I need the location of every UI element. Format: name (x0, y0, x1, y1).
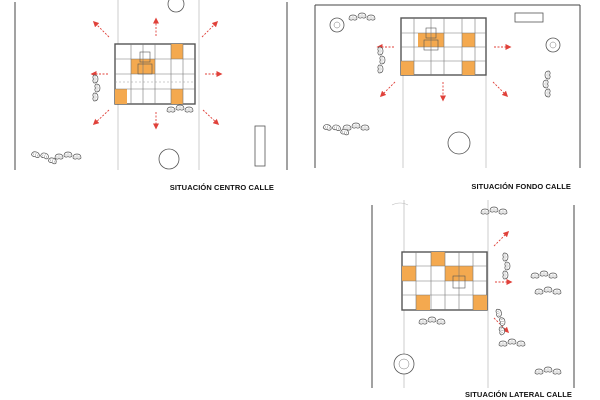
bench-rectangle-icon (514, 12, 544, 23)
tree-circle-icon (158, 148, 180, 170)
module-orange (462, 33, 475, 47)
dashed-red-arrow-icon (493, 230, 513, 334)
module-orange (431, 252, 445, 266)
dashed-red-arrow-icon (376, 44, 512, 102)
caption-lateral-calle: SITUACIÓN LATERAL CALLE (464, 390, 572, 399)
module-orange (143, 59, 155, 74)
module-orange (462, 61, 475, 75)
module-grid (114, 43, 196, 105)
module-orange (402, 266, 416, 281)
bench-rectangle-icon (254, 125, 266, 167)
module-orange (171, 89, 183, 104)
module-orange (131, 59, 143, 74)
module-orange (445, 266, 459, 281)
module-grid (400, 17, 487, 76)
module-orange (171, 44, 183, 59)
panel-lateral (371, 200, 575, 388)
tree-circle-icon (393, 353, 415, 375)
tree-circle-icon (545, 37, 561, 53)
caption-fondo-calle: SITUACIÓN FONDO CALLE (471, 182, 571, 191)
module-orange (115, 89, 127, 104)
dashed-red-arrow-icon (90, 17, 223, 130)
panel-centro (14, 0, 288, 170)
module-orange (459, 266, 473, 281)
module-orange (416, 295, 430, 310)
panel-fondo (314, 4, 581, 168)
tree-circle-icon (447, 131, 471, 155)
module-orange (401, 61, 414, 75)
module-grid (401, 251, 488, 311)
tree-circle-icon (167, 0, 185, 13)
caption-centro-calle: SITUACIÓN CENTRO CALLE (169, 183, 274, 192)
tree-circle-icon (329, 17, 345, 33)
module-orange (473, 295, 487, 310)
